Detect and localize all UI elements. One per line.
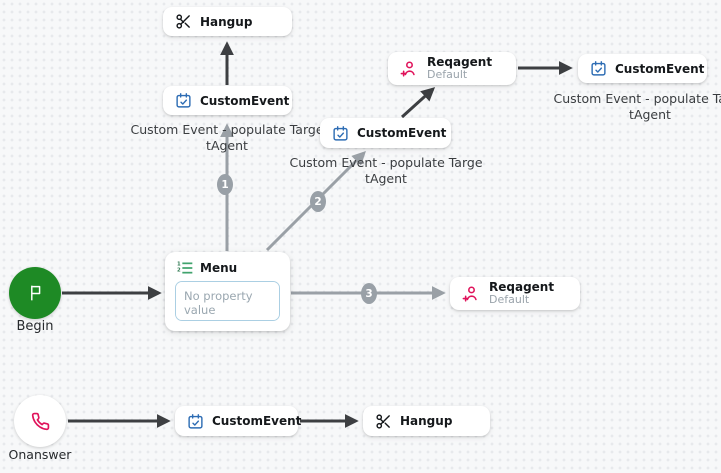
- calendar-check-icon: [333, 125, 348, 141]
- caption-customevent-right: Custom Event - populate Targe tAgent: [553, 91, 721, 122]
- edge-customevent-mid-to-reqagent: [400, 87, 436, 119]
- node-reqagent-mid[interactable]: Reqagent Default: [450, 277, 580, 310]
- node-customevent-right[interactable]: CustomEvent: [578, 54, 707, 83]
- node-hangup-bottom[interactable]: Hangup: [363, 406, 490, 436]
- node-title: CustomEvent: [615, 61, 705, 76]
- node-title: CustomEvent: [212, 414, 302, 428]
- flag-icon: [31, 285, 41, 301]
- phone-icon: [31, 412, 49, 430]
- calendar-check-icon: [591, 61, 606, 76]
- node-title: Hangup: [400, 414, 453, 428]
- node-title: Reqagent: [489, 279, 555, 294]
- menu-property-input[interactable]: [175, 281, 280, 321]
- node-onanswer[interactable]: [14, 395, 66, 447]
- begin-label: Begin: [16, 319, 54, 334]
- caption-customevent-topleft: Custom Event - populate Targe tAgent: [130, 122, 324, 153]
- person-plus-icon: [462, 286, 477, 302]
- node-menu[interactable]: 1 2 Menu: [165, 252, 290, 331]
- svg-text:2: 2: [177, 267, 181, 273]
- node-hangup-top[interactable]: Hangup: [163, 7, 292, 36]
- onanswer-label: Onanswer: [8, 447, 72, 462]
- calendar-check-icon: [188, 413, 203, 429]
- node-title: Reqagent: [427, 54, 493, 69]
- node-title: CustomEvent: [200, 93, 290, 108]
- node-subtitle: Default: [427, 68, 468, 82]
- edge-badge-1[interactable]: 1: [217, 174, 233, 195]
- node-customevent-topleft[interactable]: CustomEvent: [163, 86, 292, 115]
- ordered-list-icon: 1 2: [177, 261, 193, 274]
- node-title: Hangup: [200, 14, 253, 29]
- node-customevent-mid[interactable]: CustomEvent: [320, 118, 451, 148]
- hangup-scissors-icon: [176, 14, 190, 29]
- node-begin[interactable]: [9, 267, 61, 319]
- caption-customevent-mid: Custom Event - populate Targe tAgent: [289, 155, 483, 186]
- calendar-check-icon: [176, 93, 191, 108]
- node-reqagent-top[interactable]: Reqagent Default: [388, 52, 516, 85]
- node-subtitle: Default: [489, 293, 530, 307]
- node-title: Menu: [200, 261, 238, 275]
- person-plus-icon: [400, 61, 415, 77]
- node-customevent-bottom[interactable]: CustomEvent: [175, 406, 302, 436]
- node-title: CustomEvent: [357, 126, 447, 140]
- edge-badge-2[interactable]: 2: [310, 191, 326, 212]
- edge-badge-3[interactable]: 3: [361, 283, 377, 304]
- hangup-scissors-icon: [376, 413, 390, 429]
- svg-text:1: 1: [177, 261, 181, 267]
